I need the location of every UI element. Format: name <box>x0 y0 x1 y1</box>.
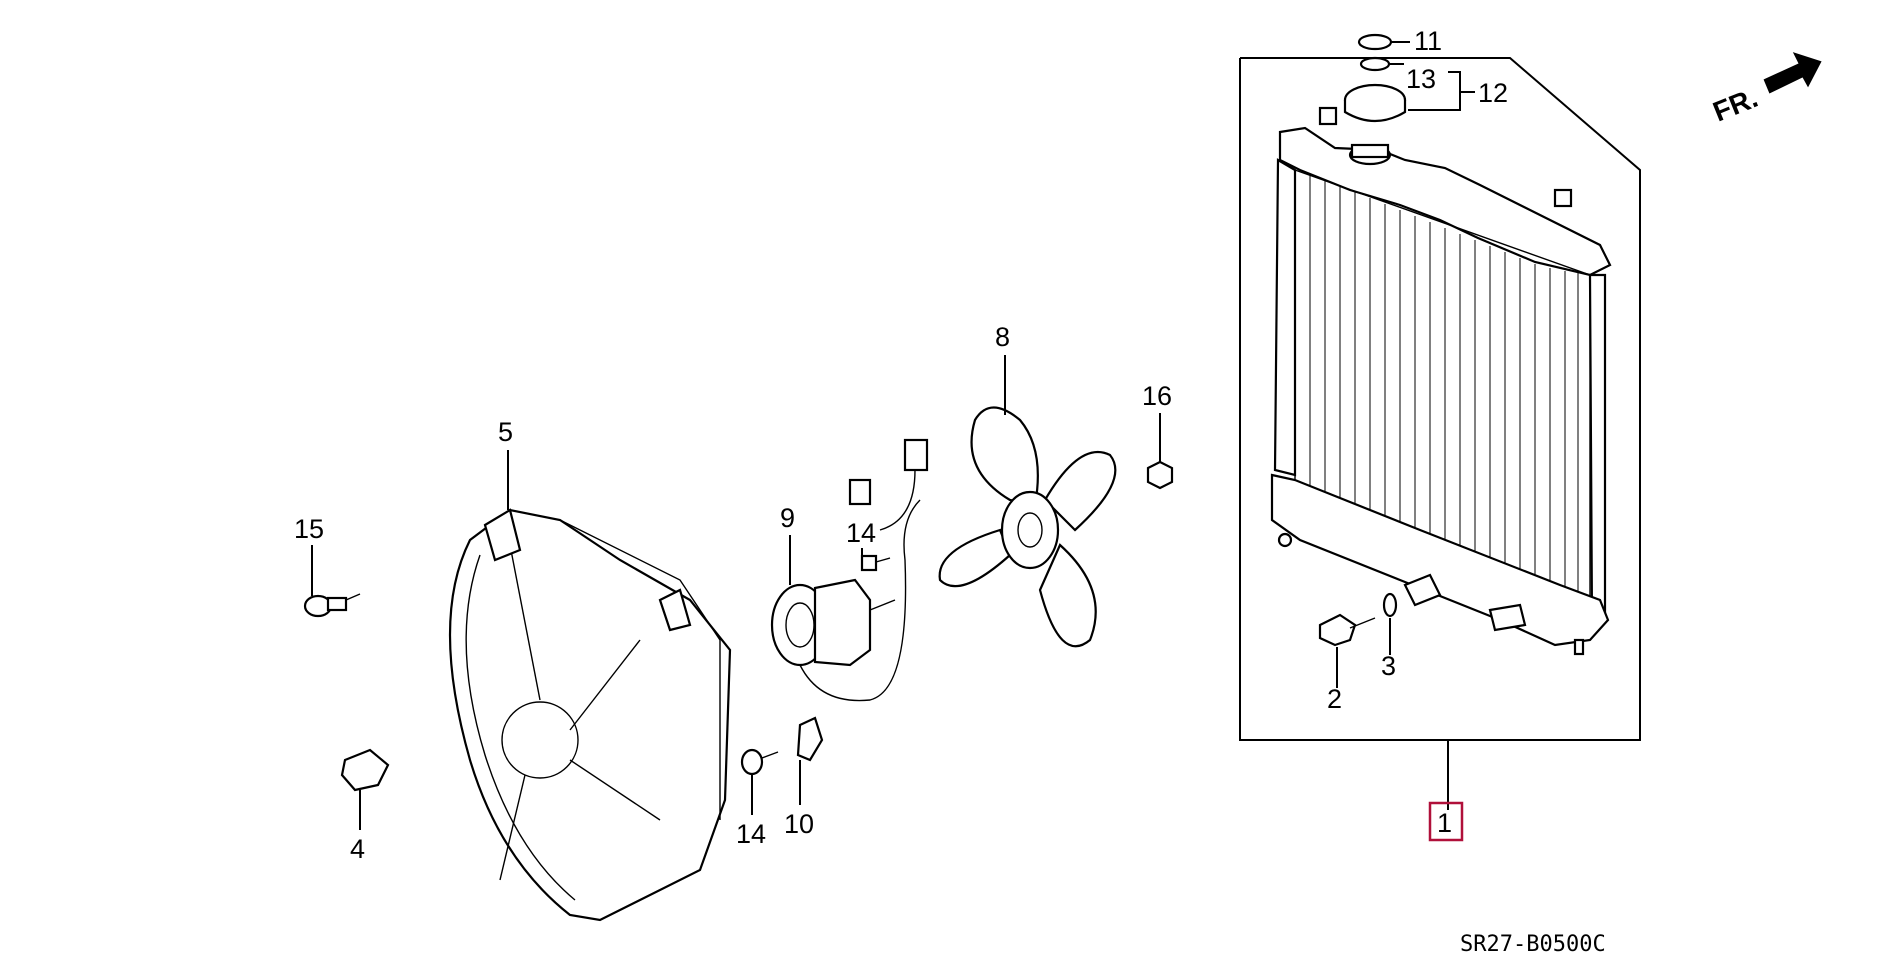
cap-seal-upper[interactable] <box>1357 33 1393 51</box>
wire-clamp-10[interactable] <box>796 716 824 762</box>
drain-washer[interactable] <box>1382 592 1398 618</box>
callout-14-lower[interactable]: 14 <box>736 819 766 849</box>
callout-5[interactable]: 5 <box>498 417 513 447</box>
callout-2[interactable]: 2 <box>1327 684 1342 714</box>
cap-seal-lower[interactable] <box>1359 56 1391 72</box>
cooling-fan[interactable] <box>938 406 1117 648</box>
callout-1[interactable]: 1 <box>1437 808 1452 838</box>
radiator-cap[interactable] <box>1343 83 1407 122</box>
fan-motor[interactable] <box>770 499 921 702</box>
callout-9[interactable]: 9 <box>780 503 795 533</box>
callout-1-highlight-box <box>1428 801 1464 842</box>
leader-lines-cap <box>1389 41 1475 111</box>
callout-8[interactable]: 8 <box>995 322 1010 352</box>
screw-14-upper[interactable] <box>860 554 891 572</box>
nut-16[interactable] <box>1146 460 1174 490</box>
callout-10[interactable]: 10 <box>784 809 814 839</box>
callout-12[interactable]: 12 <box>1478 78 1508 108</box>
front-direction-label: FR. <box>1709 82 1762 128</box>
bolt-15[interactable] <box>303 593 361 618</box>
callout-4[interactable]: 4 <box>350 834 365 864</box>
callout-15[interactable]: 15 <box>294 514 324 544</box>
radiator-fins <box>1309 175 1579 605</box>
screw-14-lower[interactable] <box>740 748 779 776</box>
drain-plug[interactable] <box>1318 613 1376 647</box>
radiator-assembly-frame <box>1239 57 1641 741</box>
radiator-core[interactable] <box>1270 106 1612 656</box>
callout-13[interactable]: 13 <box>1406 64 1436 94</box>
fan-shroud[interactable] <box>448 508 732 922</box>
callout-14-upper[interactable]: 14 <box>846 518 876 548</box>
front-direction-arrow: FR. <box>1709 52 1822 128</box>
callout-11[interactable]: 11 <box>1414 26 1442 56</box>
motor-connector[interactable] <box>848 438 929 531</box>
diagram-code: SR27-B0500C <box>1460 932 1606 957</box>
leader-lines-drain <box>1336 618 1391 688</box>
clip-4[interactable] <box>340 748 390 792</box>
callout-16[interactable]: 16 <box>1142 381 1172 411</box>
callout-labels: 1 2 3 4 5 8 9 10 11 12 13 14 14 15 16 <box>294 26 1508 864</box>
callout-3[interactable]: 3 <box>1381 651 1396 681</box>
